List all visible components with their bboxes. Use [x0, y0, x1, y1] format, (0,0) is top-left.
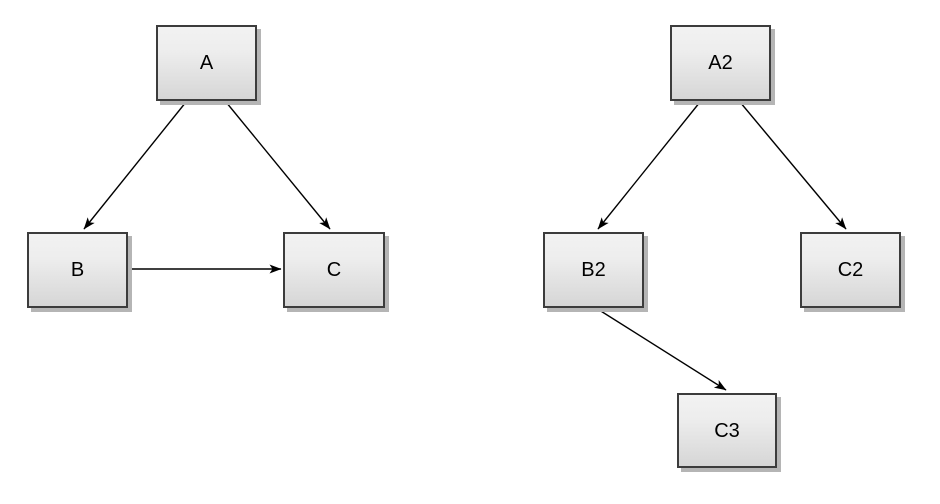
edge-a2-b2	[597, 101, 701, 230]
node-label: B	[70, 259, 85, 281]
edge-a-c	[225, 101, 331, 230]
node-b2: B2	[543, 232, 644, 308]
node-c: C	[283, 232, 385, 308]
edge-b2-c3	[595, 307, 727, 391]
edge-a-b	[83, 101, 187, 230]
node-label: B2	[581, 259, 606, 281]
node-label: A	[199, 52, 214, 74]
node-a: A	[156, 25, 257, 101]
node-label: C	[326, 259, 342, 281]
node-a2: A2	[670, 25, 771, 101]
node-label: C3	[714, 419, 740, 442]
node-c2: C2	[800, 232, 901, 308]
node-label: A2	[708, 52, 733, 74]
node-c3: C3	[677, 393, 777, 468]
node-label: C2	[837, 259, 864, 281]
node-b: B	[27, 232, 128, 308]
edge-a2-c2	[739, 101, 847, 230]
